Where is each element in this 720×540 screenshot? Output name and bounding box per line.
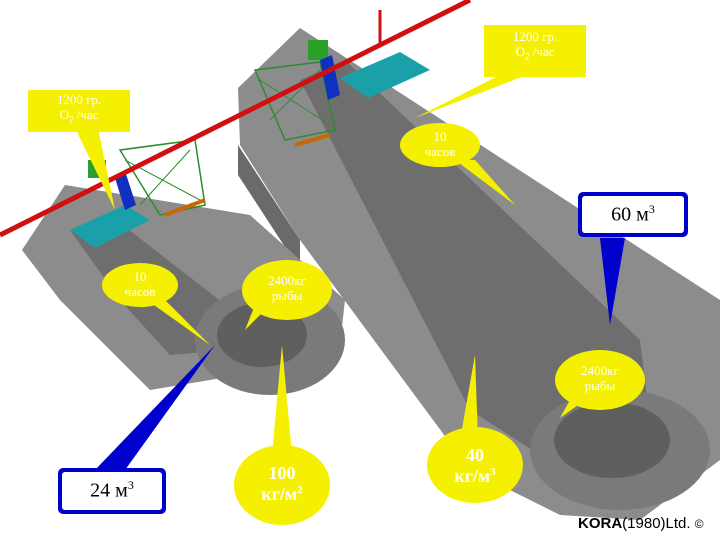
company-credit: KORA(1980)Ltd. ©	[578, 515, 704, 532]
large-raceway-channel	[300, 60, 650, 460]
callout-pointer	[75, 128, 115, 210]
oxygen-callout-left-box	[28, 90, 130, 132]
density-callout-right-bubble	[427, 427, 523, 503]
volume-callout-left-sup: 3	[127, 478, 134, 492]
volume-callout-right-sup: 3	[648, 202, 655, 216]
density-callout-right-line2: кг/м	[454, 465, 491, 486]
oxygen-callout-left: 1200 гр. O2 /час	[28, 92, 130, 125]
oxygen-callout-left-sub: 2	[68, 114, 74, 125]
small-raceway-orange-strip	[164, 198, 206, 217]
small-raceway-blue-gate	[115, 174, 136, 210]
fish-callout-left-line1: 2400кг	[268, 273, 306, 288]
callout-pointer	[460, 355, 478, 440]
fish-callout-right-bubble	[555, 350, 645, 410]
time-callout-right-bubble	[400, 123, 480, 167]
fish-callout-right: 2400кг рыбы	[555, 363, 645, 394]
callout-pointer	[272, 345, 292, 455]
time-callout-left-line1: 10	[133, 269, 147, 284]
oxygen-callout-right-line2: O	[515, 43, 525, 59]
density-callout-left-bubble	[234, 445, 330, 525]
oxygen-callout-right-line1: 1200 гр.	[512, 29, 558, 44]
supply-pipe	[0, 0, 472, 238]
time-callout-right-line2: часов	[424, 143, 456, 159]
volume-callout-right: 60 м3	[582, 202, 684, 227]
small-raceway-water	[70, 205, 150, 248]
oxygen-callout-left-line3: /час	[73, 106, 99, 122]
large-raceway-blue-gate	[320, 55, 340, 100]
fish-callout-right-line1: 2400кг	[581, 363, 619, 378]
callout-pointer	[455, 160, 515, 205]
oxygen-callout-left-line1: 1200 гр.	[56, 92, 102, 107]
large-raceway-orange-strip	[294, 133, 331, 147]
time-callout-right: 10 часов	[400, 129, 480, 160]
time-callout-left: 10 часов	[102, 269, 178, 300]
time-callout-left-line2: часов	[124, 283, 156, 299]
callout-pointer	[95, 345, 215, 470]
oxygen-callout-right-line3: /час	[529, 43, 555, 59]
callout-pointer	[600, 238, 625, 325]
callout-pointer	[415, 70, 540, 118]
copyright-mark: ©	[694, 517, 704, 531]
large-raceway-green-box	[308, 40, 328, 60]
volume-callout-left-box-inner	[62, 472, 162, 510]
oxygen-callout-right-sub: 2	[524, 51, 530, 62]
oxygen-callout-right-box	[484, 25, 586, 77]
density-callout-left-line2: кг/м	[261, 483, 298, 504]
large-raceway-end-inner	[554, 402, 670, 478]
fish-callout-left-line2: рыбы	[271, 287, 303, 303]
large-raceway-net-mesh	[259, 79, 331, 126]
oxygen-callout-right: 1200 гр. O2 /час	[484, 29, 586, 62]
fish-callout-left-bubble	[242, 260, 332, 320]
time-callout-left-bubble	[102, 263, 178, 307]
density-callout-right: 40 кг/м3	[427, 445, 523, 486]
fish-callout-right-line2: рыбы	[584, 377, 616, 393]
credit-rest: (1980)Ltd.	[622, 515, 691, 532]
large-raceway-water	[340, 52, 430, 98]
volume-callout-right-box-inner	[582, 196, 684, 233]
credit-brand: KORA	[578, 515, 623, 532]
density-callout-left: 100 кг/м2	[234, 463, 330, 504]
large-raceway-side	[238, 145, 300, 270]
volume-callout-left: 24 м3	[62, 478, 162, 503]
fish-callout-left: 2400кг рыбы	[242, 273, 332, 304]
volume-callout-right-value: 60 м	[611, 203, 649, 226]
small-raceway-net	[118, 139, 206, 216]
oxygen-callout-left-line2: O	[59, 106, 69, 122]
time-callout-right-line1: 10	[433, 129, 447, 144]
small-raceway-net-mesh	[139, 149, 191, 206]
callout-pointer	[140, 295, 210, 345]
density-callout-left-sup: 2	[297, 483, 303, 496]
large-raceway-net	[253, 61, 336, 141]
density-callout-left-line1: 100	[268, 463, 296, 483]
volume-callout-left-value: 24 м	[90, 479, 128, 502]
density-callout-right-line1: 40	[466, 445, 484, 465]
density-callout-right-sup: 3	[490, 465, 496, 478]
